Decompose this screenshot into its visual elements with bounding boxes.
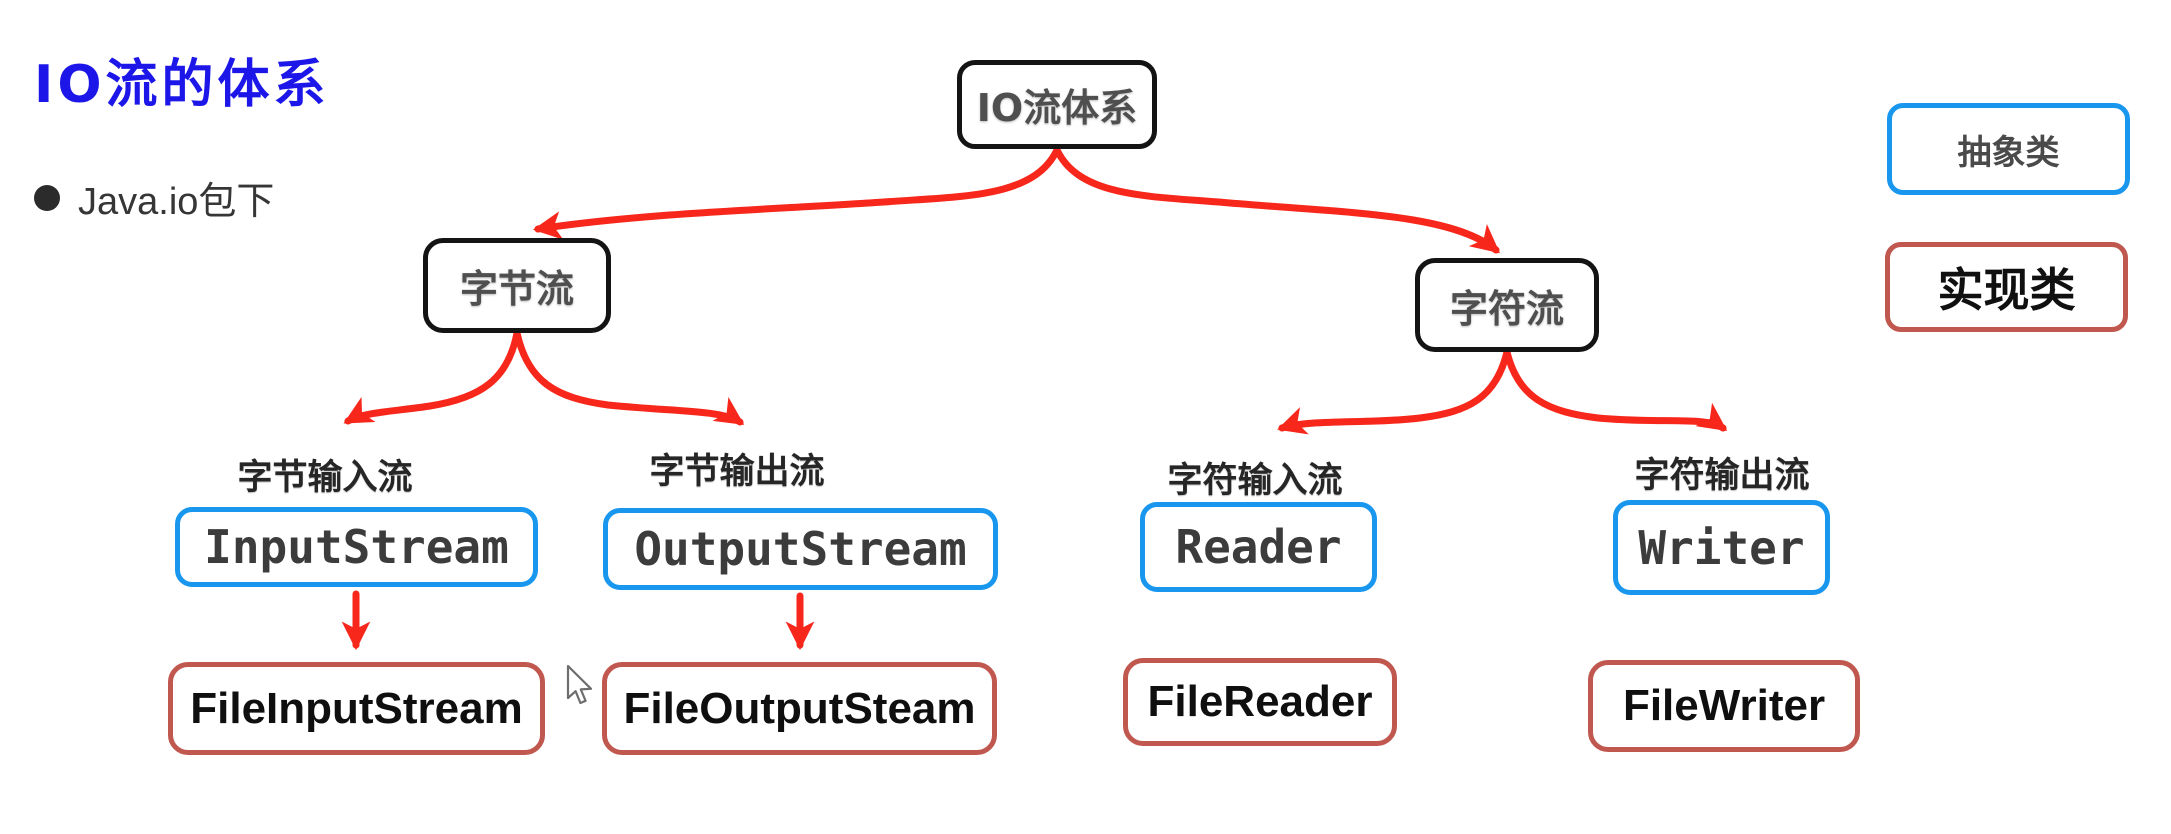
node-byte-stream: 字节流 [423,238,611,333]
node-io-stream-system: IO流体系 [957,60,1157,149]
mouse-cursor-icon [566,664,593,705]
label-byte-output-stream: 字节输出流 [649,452,825,492]
arrow-char-to-input-label [1277,348,1511,435]
legend-impl-class: 实现类 [1885,242,2128,332]
node-filewriter: FileWriter [1588,660,1860,752]
label-byte-input-stream: 字节输入流 [237,458,413,498]
node-outputstream: OutputStream [603,508,998,590]
arrow-root-to-char-stream [1053,146,1501,254]
label-char-input-stream: 字符输入流 [1167,461,1343,501]
arrow-byte-to-output-label [513,329,745,426]
page-title: IO流的体系 [34,55,330,115]
node-fileoutputsteam: FileOutputSteam [602,662,997,755]
legend-abstract-class: 抽象类 [1887,103,2130,195]
arrow-byte-to-input-label [343,329,521,425]
bullet-item: Java.io包下 [34,170,274,225]
node-reader: Reader [1140,502,1377,592]
arrow-char-to-output-label [1503,348,1728,432]
node-fileinputstream: FileInputStream [168,662,545,755]
node-char-stream: 字符流 [1415,258,1599,352]
bullet-dot-icon [34,184,60,211]
arrow-root-to-byte-stream [532,146,1061,240]
node-writer: Writer [1613,500,1830,595]
node-filereader: FileReader [1123,658,1397,746]
label-char-output-stream: 字符输出流 [1634,456,1810,496]
bullet-text: Java.io包下 [78,181,275,223]
node-inputstream: InputStream [175,507,538,587]
